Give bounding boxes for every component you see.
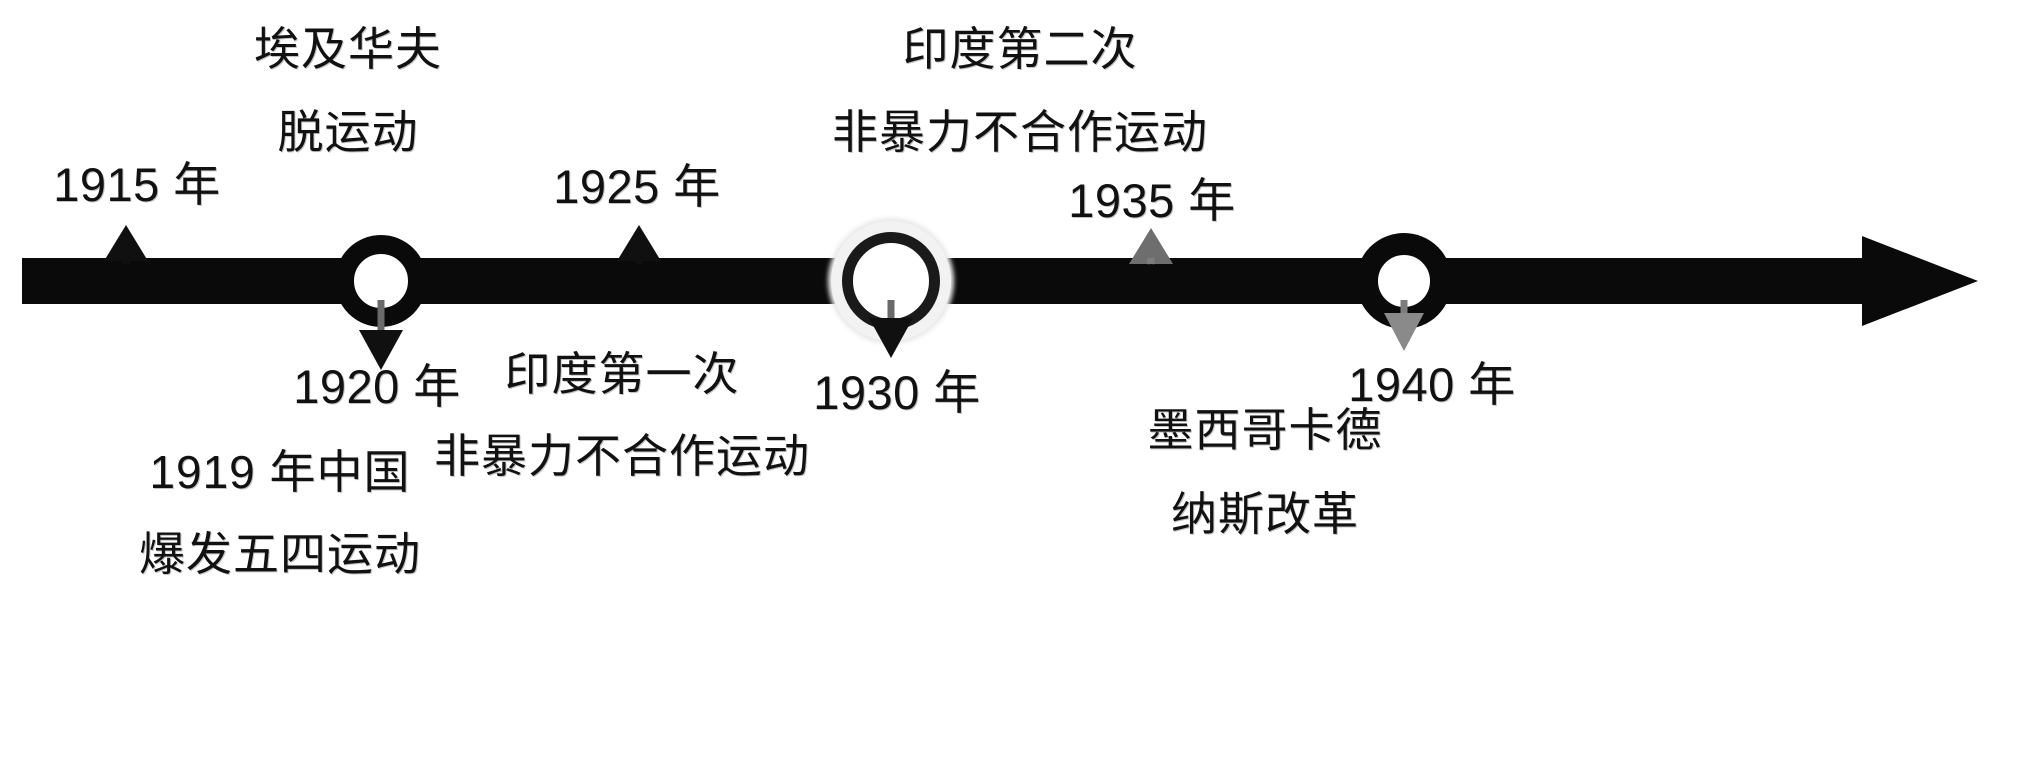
arrow-stem-1920 bbox=[377, 300, 385, 358]
caption-india-second-line1: 印度第二次 bbox=[902, 23, 1138, 75]
caption-egypt-line2: 脱运动 bbox=[277, 106, 419, 158]
arrow-down-icon-1930 bbox=[869, 318, 913, 358]
caption-india-first-line1: 印度第一次 bbox=[504, 348, 740, 400]
timeline-arrowhead-icon bbox=[1862, 236, 1978, 326]
timeline-axis-bar bbox=[22, 258, 1902, 304]
timeline-node-1915[interactable] bbox=[109, 264, 143, 298]
arrow-up-icon-1915 bbox=[104, 225, 148, 261]
caption-mexico-line2: 纳斯改革 bbox=[1171, 488, 1359, 540]
year-label-1935: 1935 年 bbox=[1068, 174, 1236, 227]
arrow-up-icon-1925 bbox=[617, 225, 661, 261]
timeline-node-1935[interactable] bbox=[1134, 264, 1168, 298]
caption-china-line1: 1919 年中国 bbox=[149, 446, 411, 498]
year-label-1915: 1915 年 bbox=[53, 158, 221, 211]
year-label-1940: 1940 年 bbox=[1348, 358, 1516, 411]
arrow-down-icon-1920 bbox=[359, 330, 403, 370]
year-label-1930: 1930 年 bbox=[813, 366, 981, 419]
caption-india-first-line2: 非暴力不合作运动 bbox=[434, 430, 810, 482]
caption-india-second-line2: 非暴力不合作运动 bbox=[832, 106, 1208, 158]
caption-china-line2: 爆发五四运动 bbox=[139, 528, 421, 580]
year-label-1920: 1920 年 bbox=[293, 360, 461, 413]
caption-mexico-line1: 墨西哥卡德 bbox=[1147, 404, 1383, 456]
timeline-node-1940[interactable] bbox=[1356, 233, 1452, 329]
timeline-node-1925[interactable] bbox=[622, 264, 656, 298]
caption-egypt-line1: 埃及华夫 bbox=[254, 23, 442, 75]
year-label-1925: 1925 年 bbox=[553, 160, 721, 213]
arrow-down-icon-1940 bbox=[1384, 313, 1424, 351]
